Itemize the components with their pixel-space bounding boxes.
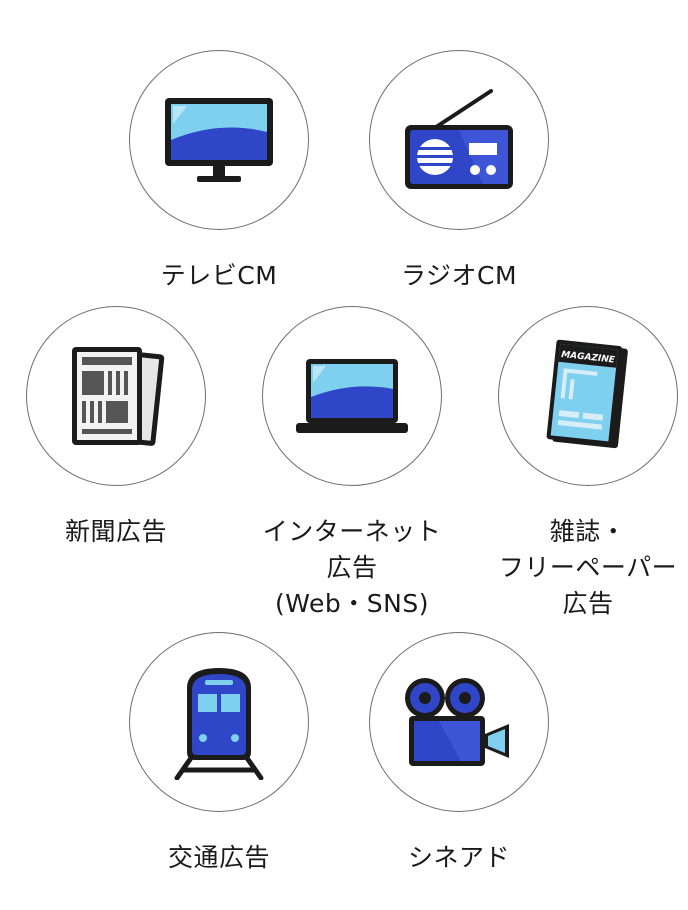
icon-circle: MAGAZINE — [498, 306, 678, 486]
media-item-radio: ラジオCM — [329, 50, 589, 294]
icon-circle — [262, 306, 442, 486]
icon-circle — [26, 306, 206, 486]
media-item-newspaper: 新聞広告 — [0, 306, 246, 550]
tv-icon — [165, 98, 273, 182]
train-icon — [174, 668, 264, 780]
media-label: ラジオCM — [400, 261, 518, 290]
media-label: シネアド — [407, 843, 510, 872]
icon-circle — [369, 632, 549, 812]
media-item-tv: テレビCM — [89, 50, 349, 294]
icon-circle — [129, 50, 309, 230]
movie-camera-icon — [405, 678, 509, 766]
media-label: テレビCM — [160, 261, 278, 290]
media-item-cinema: シネアド — [329, 632, 589, 876]
media-label: インターネット 広告 (Web・SNS) — [262, 517, 442, 618]
icon-circle — [369, 50, 549, 230]
newspaper-icon — [72, 347, 165, 446]
media-item-transit: 交通広告 — [89, 632, 349, 876]
media-item-internet: インターネット 広告 (Web・SNS) — [222, 306, 482, 622]
magazine-icon: MAGAZINE — [546, 339, 628, 449]
media-label: 雑誌・ フリーペーパー 広告 — [498, 517, 678, 618]
icon-circle — [129, 632, 309, 812]
radio-icon — [405, 89, 513, 189]
media-label: 交通広告 — [167, 843, 270, 872]
laptop-icon — [296, 359, 408, 433]
media-item-magazine: MAGAZINE 雑誌・ フリーペーパー 広告 — [458, 306, 688, 622]
media-label: 新聞広告 — [64, 517, 167, 546]
